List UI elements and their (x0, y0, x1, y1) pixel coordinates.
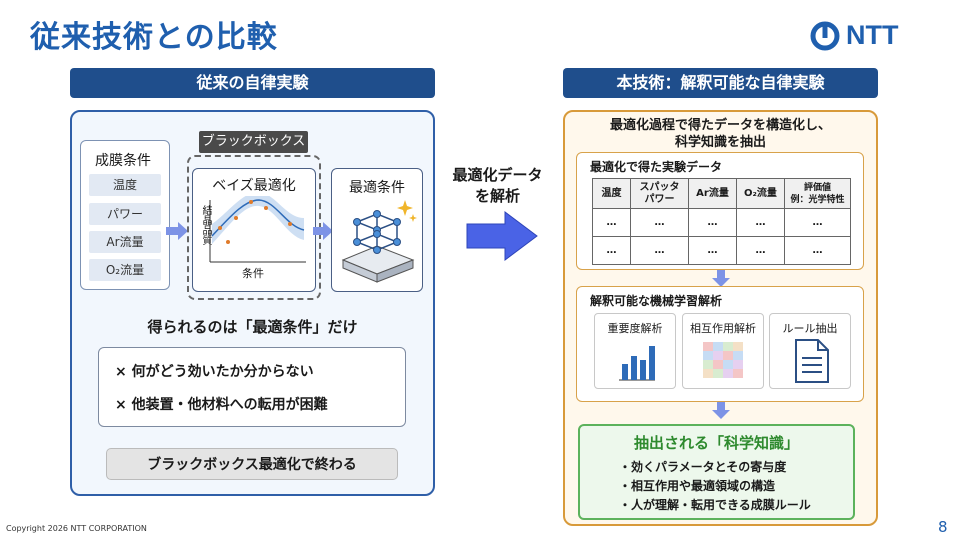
ml-card-rules: ルール抽出 (769, 313, 851, 389)
ending-box: ブラックボックス最適化で終わる (106, 448, 398, 480)
page-title: 従来技術との比較 (30, 20, 278, 55)
table-cell: … (592, 236, 631, 265)
condition-chip: Ar流量 (89, 231, 161, 253)
table-header-cell: 評価値 例：光学特性 (784, 178, 851, 209)
con-item: × 他装置・他材料への転用が困難 (115, 397, 328, 413)
table-header-cell: 温度 (592, 178, 631, 209)
ml-card-label: 相互作用解析 (690, 322, 756, 335)
data-title: 最適化で得た実験データ (590, 160, 723, 174)
table-row: … … … … … (592, 236, 851, 265)
knowledge-box (578, 424, 855, 520)
page-number: 8 (938, 518, 948, 536)
bayes-ylabel: 結晶品質 (200, 205, 211, 245)
bayes-plot-icon (209, 196, 306, 263)
ml-title: 解釈可能な機械学習解析 (590, 294, 723, 308)
table-cell: … (630, 236, 689, 265)
data-table: 温度 スパッタ パワー Ar流量 O₂流量 評価値 例：光学特性 … … … …… (592, 178, 851, 265)
table-cell: … (784, 208, 851, 237)
table-cell: … (688, 208, 737, 237)
result-text: 得られるのは「最適条件」だけ (147, 318, 358, 336)
table-cell: … (736, 208, 785, 237)
table-cell: … (784, 236, 851, 265)
knowledge-item: ・効くパラメータとその寄与度 (619, 460, 787, 474)
table-header-cell: O₂流量 (736, 178, 785, 209)
condition-chip: O₂流量 (89, 259, 161, 281)
arrow-caption-line: を解析 (474, 187, 520, 205)
crystal-lattice-icon (341, 200, 417, 283)
intro-line: 科学知識を抽出 (674, 135, 766, 150)
big-arrow-icon (466, 211, 538, 261)
right-intro: 最適化過程で得たデータを構造化し、 科学知識を抽出 (563, 117, 878, 151)
knowledge-item: ・相互作用や最適領域の構造 (619, 479, 776, 493)
conditions-title: 成膜条件 (95, 153, 151, 169)
ml-card-label: ルール抽出 (782, 322, 838, 335)
table-header-row: 温度 スパッタ パワー Ar流量 O₂流量 評価値 例：光学特性 (592, 178, 851, 209)
knowledge-item: ・人が理解・転用できる成膜ルール (619, 498, 811, 512)
intro-line: 最適化過程で得たデータを構造化し、 (609, 118, 831, 133)
cons-box (98, 347, 406, 427)
table-cell: … (688, 236, 737, 265)
table-cell: … (592, 208, 631, 237)
table-header-cell: スパッタ パワー (630, 178, 689, 209)
bayes-title: ベイズ最適化 (212, 178, 296, 194)
optimal-title: 最適条件 (349, 180, 405, 196)
table-row: … … … … … (592, 208, 851, 237)
condition-chip: 温度 (89, 174, 161, 196)
arrow-right-icon (313, 222, 333, 240)
ml-card-importance: 重要度解析 (594, 313, 676, 389)
arrow-caption: 最適化データ を解析 (445, 165, 550, 207)
knowledge-title: 抽出される「科学知識」 (633, 434, 799, 452)
bayes-xlabel: 条件 (242, 267, 264, 280)
arrow-down-icon (712, 402, 730, 419)
document-icon (795, 339, 829, 383)
logo-text: NTT (846, 20, 899, 50)
arrow-right-icon (166, 222, 188, 240)
condition-chip: パワー (89, 203, 161, 225)
con-item: × 何がどう効いたか分からない (115, 364, 314, 380)
arrow-down-icon (712, 270, 730, 287)
table-cell: … (736, 236, 785, 265)
left-header: 従来の自律実験 (70, 68, 435, 98)
copyright: Copyright 2026 NTT CORPORATION (6, 524, 147, 533)
bar-chart-icon (619, 346, 655, 381)
table-cell: … (630, 208, 689, 237)
heatmap-icon (703, 342, 743, 378)
arrow-caption-line: 最適化データ (452, 166, 543, 184)
right-header: 本技術：解釈可能な自律実験 (563, 68, 878, 98)
table-header-cell: Ar流量 (688, 178, 737, 209)
ml-card-interaction: 相互作用解析 (682, 313, 764, 389)
ntt-logo-icon (810, 21, 840, 50)
ml-card-label: 重要度解析 (607, 322, 663, 335)
blackbox-label: ブラックボックス (199, 131, 308, 153)
ntt-logo: NTT (810, 20, 898, 51)
